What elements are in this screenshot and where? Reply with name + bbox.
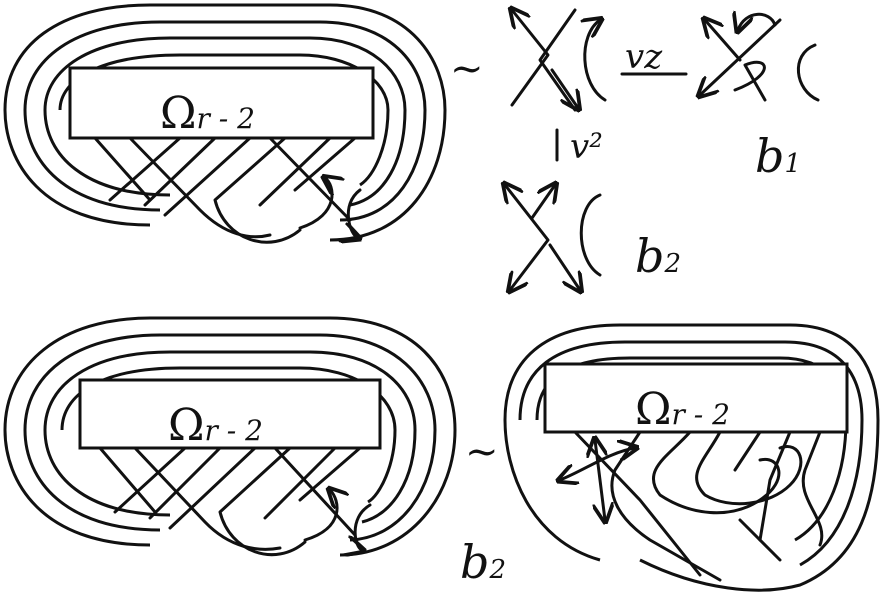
relation-v2-label: v² bbox=[570, 127, 603, 167]
bottom-left-omega-box bbox=[78, 378, 382, 450]
label-b2-top: b2 bbox=[635, 229, 681, 283]
relation-v2: v² bbox=[555, 127, 603, 167]
svg-text:b1: b1 bbox=[755, 129, 801, 183]
top-left-omega-box bbox=[68, 66, 375, 140]
bottom-left-box-label: Ωr - 2 bbox=[168, 400, 263, 451]
label-b1: b1 bbox=[755, 129, 801, 183]
top-left-braid-strands bbox=[93, 136, 360, 242]
equivalence-symbol-bottom: ~ bbox=[465, 429, 499, 475]
svg-text:b2: b2 bbox=[635, 229, 681, 283]
bottom-left-braid-strands bbox=[98, 446, 372, 555]
label-b2-bottom: b2 bbox=[460, 535, 506, 589]
bottom-right-box-label: Ωr - 2 bbox=[635, 384, 730, 435]
bottom-right-knot-diagram: Ωr - 2 bbox=[503, 323, 880, 592]
crossing-a bbox=[512, 10, 605, 110]
crossing-b1 bbox=[700, 14, 820, 102]
relation-vz: vz bbox=[620, 37, 688, 77]
relation-vz-label: vz bbox=[625, 37, 663, 77]
crossing-b2 bbox=[505, 185, 602, 290]
bottom-right-braid-strands bbox=[560, 430, 824, 582]
top-left-knot-diagram: Ωr - 2 bbox=[3, 3, 447, 242]
svg-text:b2: b2 bbox=[460, 535, 506, 589]
equivalence-symbol-top: ~ bbox=[450, 46, 484, 92]
top-left-box-label: Ωr - 2 bbox=[160, 88, 255, 139]
bottom-right-omega-box bbox=[543, 362, 849, 434]
bottom-left-knot-diagram: Ωr - 2 bbox=[3, 316, 457, 555]
